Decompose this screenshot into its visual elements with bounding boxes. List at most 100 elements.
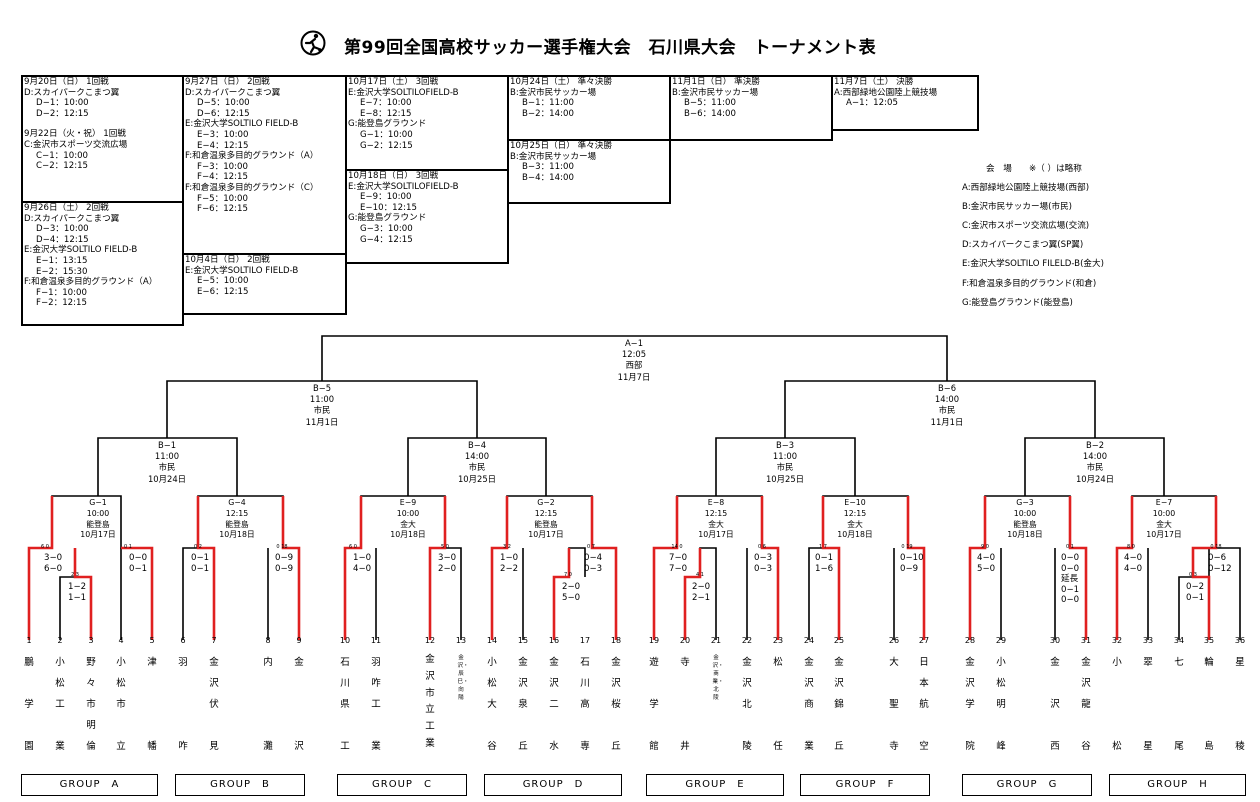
score-line: 1−6 xyxy=(815,563,834,574)
team-name-char xyxy=(175,694,191,715)
schedule-line: 9月27日（日） 2回戦 xyxy=(185,77,270,87)
team-name-char xyxy=(677,694,693,715)
team-name-char xyxy=(831,715,847,736)
team-name-char: 丘 xyxy=(518,741,528,752)
team-name-char: 井 xyxy=(680,741,690,752)
team-name-char: 立 xyxy=(425,704,435,716)
match-info-line: 11月1日 xyxy=(305,416,339,427)
team-name: 金沢泉丘 xyxy=(515,652,531,757)
schedule-line: B−6：14:00 xyxy=(684,108,736,119)
group-label: GROUP A xyxy=(21,774,158,796)
match-info-line: B−1 xyxy=(157,440,177,450)
team-name-char: 館 xyxy=(649,741,659,752)
score-line: 0−9 xyxy=(275,563,294,574)
match-info-line: B−6 xyxy=(937,383,957,393)
team-name-char: 見 xyxy=(209,741,219,752)
match-info-line: 市民 xyxy=(313,405,331,416)
team-name: 金沢伏見 xyxy=(206,652,222,757)
match-info-line: 能登島 xyxy=(86,519,110,529)
schedule-line: E:金沢大学SOLTILOFIELD-B xyxy=(348,181,459,192)
team-name-char: 川 xyxy=(580,678,590,689)
team-name-char: 業 xyxy=(371,741,381,752)
goal-count: 0 6 xyxy=(758,544,766,550)
team-name-char: 金 xyxy=(518,657,528,668)
team-name-char: 学 xyxy=(24,699,34,710)
schedule-line: 9月22日（火・祝） 1回戦 xyxy=(24,129,126,140)
score-line: 0−3 xyxy=(584,563,603,574)
group-label: GROUP D xyxy=(484,774,622,796)
match-info-line: 市民 xyxy=(938,405,956,416)
team-name: 石川県工 xyxy=(337,652,353,757)
match-info-line: 10月24日 xyxy=(1075,473,1115,484)
schedule-line: F−4：12:15 xyxy=(197,172,248,183)
team-name-char xyxy=(739,715,755,736)
score-line: 0−4 xyxy=(584,553,603,563)
schedule-line: F:和倉温泉多目的グラウンド（A） xyxy=(24,277,158,288)
match-info-line: 10月25日 xyxy=(457,473,497,484)
team-name: 羽咋工業 xyxy=(368,652,384,757)
team-name: 金沢二水 xyxy=(546,652,562,757)
team-name-char: 羽 xyxy=(178,657,188,668)
team-name-char: 業 xyxy=(804,741,814,752)
schedule-line: G−4：12:15 xyxy=(360,234,413,245)
team-number: 33 xyxy=(1142,636,1154,645)
team-name: 津幡 xyxy=(144,652,160,757)
team-name-char xyxy=(646,715,662,736)
score-line: 3−0 xyxy=(438,553,457,563)
team-name-char: 任 xyxy=(773,741,783,752)
team-name-char: 松 xyxy=(773,657,783,668)
team-name-char: 沢 xyxy=(834,678,844,689)
team-name-char: 星 xyxy=(1235,657,1245,668)
schedule-line: F−3：10:00 xyxy=(197,161,248,172)
schedule-line: G−1：10:00 xyxy=(360,129,413,140)
schedule-line: E:金沢大学SOLTILO FIELD-B xyxy=(185,265,299,276)
team-name-char: 立 xyxy=(116,741,126,752)
team-name-char xyxy=(175,715,191,736)
goal-count: 9 0 xyxy=(981,544,989,550)
venue-legend: 会 場 ※（ ）は略称 A:西部緑地公園陸上競技場(西部)B:金沢市民サッカー場… xyxy=(962,164,1104,317)
team-name-char xyxy=(1109,715,1125,736)
team-name-char: 星 xyxy=(1143,741,1153,752)
team-name-char xyxy=(646,673,662,694)
team-number: 14 xyxy=(486,636,498,645)
team-number: 8 xyxy=(265,636,271,645)
team-name: 金沢北陵 xyxy=(739,652,755,757)
team-name: 金沢 xyxy=(291,652,307,757)
schedule-line: B−4：14:00 xyxy=(522,172,574,183)
schedule-line: B:金沢市民サッカー場 xyxy=(510,151,597,162)
match-info-line: 金大 xyxy=(400,519,416,529)
schedule-line: D:スカイパークこまつ翼 xyxy=(185,87,281,98)
schedule-line: F−6：12:15 xyxy=(197,204,248,215)
match-info-line: E−10 xyxy=(844,498,866,507)
team-name-char: 川 xyxy=(340,678,350,689)
team-name-char xyxy=(770,673,786,694)
match-info-line: 10月17日 xyxy=(698,530,734,540)
team-name-char: 七 xyxy=(1174,657,1184,668)
team-name-char: 沢 xyxy=(804,678,814,689)
team-name-char xyxy=(1140,715,1156,736)
team-name-char xyxy=(291,673,307,694)
goal-count: 5 0 xyxy=(441,544,449,550)
team-name-char xyxy=(1078,715,1094,736)
match-info-line: 11月1日 xyxy=(930,416,964,427)
score-line: 0−6 xyxy=(1208,553,1227,563)
match-info-line: B−2 xyxy=(1085,440,1105,450)
team-number: 9 xyxy=(296,636,302,645)
team-number: 22 xyxy=(741,636,753,645)
team-name-char: 沢 xyxy=(425,670,435,682)
score-line: 1−0 xyxy=(500,553,519,563)
schedule-line: C−1：10:00 xyxy=(36,150,89,161)
team-name-char: 松 xyxy=(996,678,1006,689)
team-name-char: 沢 xyxy=(518,678,528,689)
team-number: 24 xyxy=(803,636,815,645)
schedule-line: E:金沢大学SOLTILO FIELD-B xyxy=(185,119,299,130)
score-line: 0−1 xyxy=(1186,592,1205,603)
